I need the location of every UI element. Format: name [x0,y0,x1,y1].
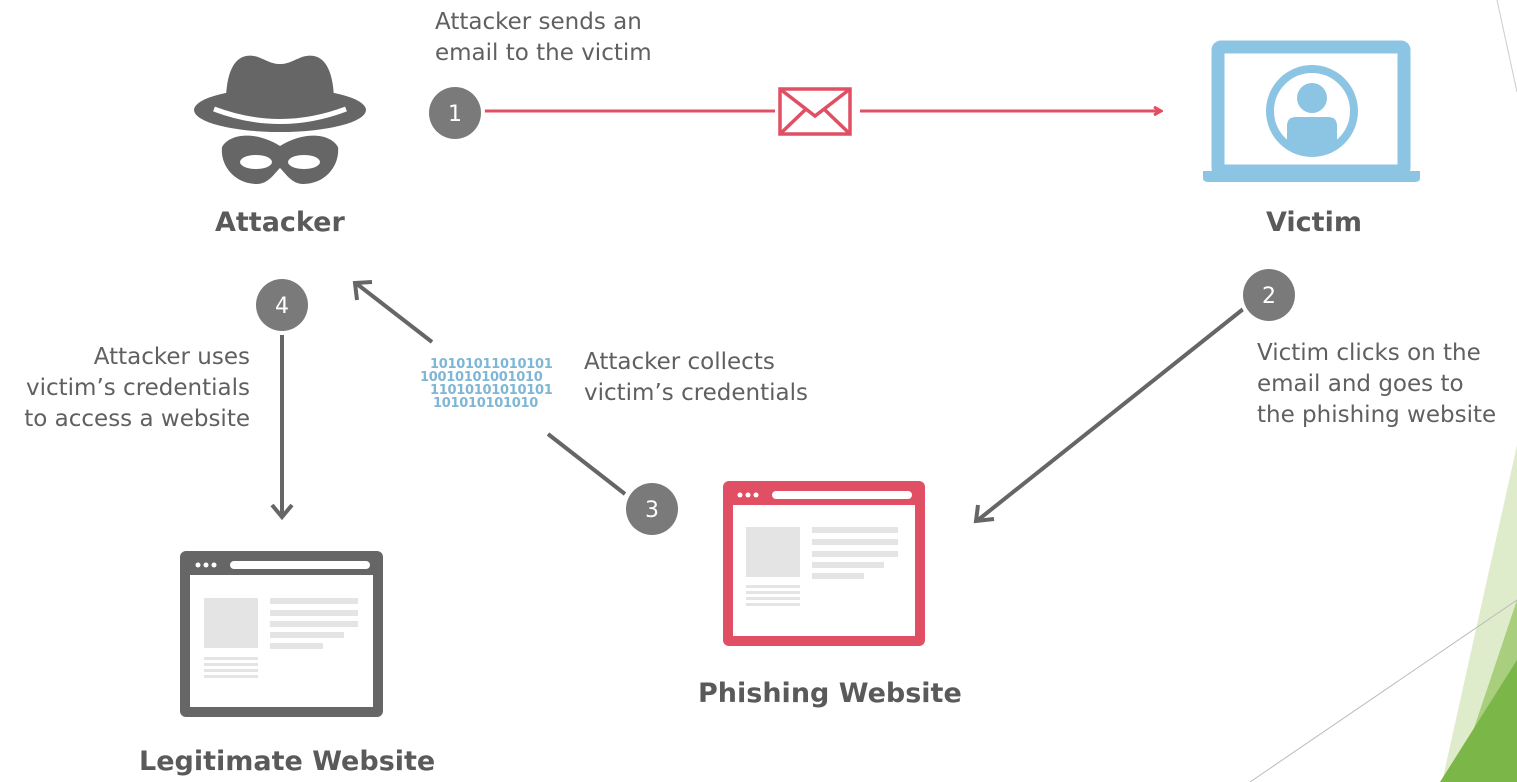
arrow-phishing-to-attacker [352,280,627,496]
caption-line: email to the victim [435,40,652,66]
caption-line: Attacker collects [584,349,775,375]
envelope-icon [778,87,852,136]
step-number: 4 [275,294,289,319]
attacker-label: Attacker [215,207,345,238]
decor-green-dark-triangle [1440,660,1517,782]
step-4-caption: Attacker uses victim’s credentials to ac… [24,342,250,435]
step-2-caption: Victim clicks on the email and goes to t… [1257,338,1496,431]
step-badge-4: 4 [252,275,312,335]
caption-line: to access a website [24,406,250,432]
caption-line: Victim clicks on the [1257,340,1481,366]
step-3-caption: Attacker collects victim’s credentials [584,347,808,409]
caption-line: the phishing website [1257,402,1497,428]
spy-hat-mask-icon [194,55,366,184]
phishing-website-label: Phishing Website [698,678,962,709]
step-number: 2 [1262,284,1276,309]
binary-line: 10101011010101 [430,357,553,372]
arrow-victim-to-phishing [973,304,1249,524]
legitimate-website-label: Legitimate Website [139,746,436,777]
decor-slide-shapes [1249,0,1517,782]
caption-line: Attacker uses [93,344,250,370]
binary-line: 101010101010 [433,396,538,411]
caption-line: victim’s credentials [584,380,809,406]
binary-line: 11010101010101 [430,383,553,398]
victim-label: Victim [1266,207,1362,238]
step-badge-1: 1 [425,83,485,143]
caption-line: victim’s credentials [25,375,250,401]
caption-line: email and goes to [1257,371,1464,397]
browser-window-icon [723,481,925,646]
arrow-attacker-to-legitimate [270,333,294,521]
laptop-user-icon [1203,40,1420,182]
browser-window-icon [180,551,383,717]
email-arrow-1 [484,87,1160,136]
caption-line: Attacker sends an [435,9,642,35]
binary-line: 10010101001010 [420,370,543,385]
step-badge-3: 3 [622,479,682,539]
step-number: 3 [645,498,659,523]
step-1-caption: Attacker sends an email to the victim [435,7,652,69]
step-badge-2: 2 [1239,265,1299,325]
binary-data-icon: 10101011010101 10010101001010 1101010101… [420,357,553,411]
step-number: 1 [448,102,462,127]
